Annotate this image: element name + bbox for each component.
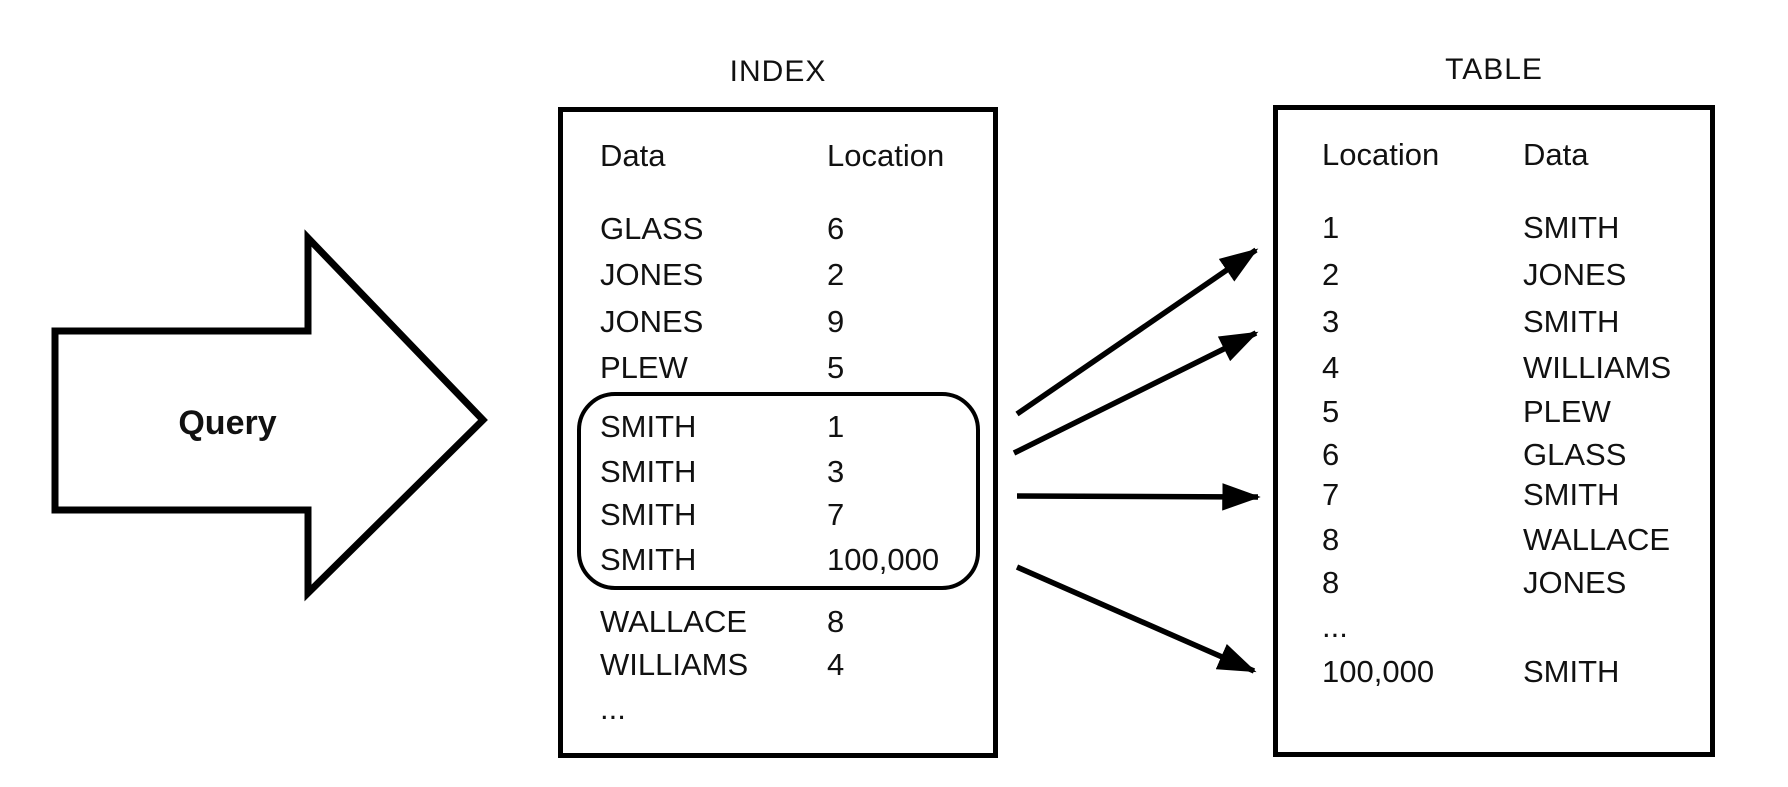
index-cell-location: 7 xyxy=(827,497,845,532)
table-cell-location: 2 xyxy=(1322,257,1340,292)
index-col-data-header: Data xyxy=(600,138,666,173)
table-cell-location: 3 xyxy=(1322,304,1340,339)
index-cell-location: 4 xyxy=(827,647,845,682)
index-cell-location: 6 xyxy=(827,211,845,246)
index-row: WILLIAMS 4 xyxy=(600,643,990,687)
index-header-row: Data Location xyxy=(600,134,990,178)
table-cell-location: 5 xyxy=(1322,394,1340,429)
table-row: 2 JONES xyxy=(1322,253,1707,297)
index-cell-data: ... xyxy=(600,691,626,726)
table-cell-location: 8 xyxy=(1322,522,1340,557)
index-to-table-arrow-2 xyxy=(1012,330,1259,456)
table-cell-data: JONES xyxy=(1523,257,1627,292)
index-cell-data: WALLACE xyxy=(600,604,748,639)
table-cell-location: 8 xyxy=(1322,565,1340,600)
index-box xyxy=(558,107,998,758)
index-row: GLASS 6 xyxy=(600,207,990,251)
index-cell-data: SMITH xyxy=(600,497,697,532)
table-row-ellipsis: ... xyxy=(1322,605,1707,649)
table-cell-location: ... xyxy=(1322,609,1348,644)
index-cell-data: PLEW xyxy=(600,350,688,385)
index-row-highlighted: SMITH 7 xyxy=(600,493,990,537)
index-cell-location: 8 xyxy=(827,604,845,639)
index-cell-data: WILLIAMS xyxy=(600,647,749,682)
index-row: JONES 2 xyxy=(600,253,990,297)
index-cell-location: 2 xyxy=(827,257,845,292)
index-row: JONES 9 xyxy=(600,300,990,344)
index-to-table-arrow-3 xyxy=(1016,483,1261,511)
index-row-highlighted: SMITH 1 xyxy=(600,405,990,449)
table-cell-data: SMITH xyxy=(1523,654,1620,689)
table-cell-data: PLEW xyxy=(1523,394,1611,429)
index-row-ellipsis: ... xyxy=(600,687,990,731)
index-cell-location: 1 xyxy=(827,409,845,444)
table-box xyxy=(1273,105,1715,757)
table-row: 8 JONES xyxy=(1322,561,1707,605)
index-cell-location: 3 xyxy=(827,454,845,489)
index-row: PLEW 5 xyxy=(600,346,990,390)
index-row-highlighted: SMITH 100,000 xyxy=(600,538,990,582)
table-cell-data: WILLIAMS xyxy=(1523,350,1672,385)
table-cell-data: GLASS xyxy=(1523,437,1627,472)
table-cell-data: SMITH xyxy=(1523,477,1620,512)
table-row: 3 SMITH xyxy=(1322,300,1707,344)
table-col-location-header: Location xyxy=(1322,137,1440,172)
table-cell-location: 7 xyxy=(1322,477,1340,512)
query-block-arrow xyxy=(51,229,488,602)
index-to-table-arrow-1 xyxy=(1015,247,1259,417)
table-cell-location: 1 xyxy=(1322,210,1340,245)
index-cell-data: GLASS xyxy=(600,211,704,246)
index-cell-data: JONES xyxy=(600,304,704,339)
table-cell-data: WALLACE xyxy=(1523,522,1671,557)
table-cell-data: SMITH xyxy=(1523,210,1620,245)
query-label: Query xyxy=(178,404,277,442)
index-panel-title: INDEX xyxy=(729,55,827,88)
table-cell-location: 4 xyxy=(1322,350,1340,385)
index-cell-location: 5 xyxy=(827,350,845,385)
table-row: 1 SMITH xyxy=(1322,206,1707,250)
table-row: 4 WILLIAMS xyxy=(1322,346,1707,390)
table-cell-location: 6 xyxy=(1322,437,1340,472)
table-row: 7 SMITH xyxy=(1322,473,1707,517)
index-cell-data: SMITH xyxy=(600,454,697,489)
index-col-location-header: Location xyxy=(827,138,945,173)
table-panel-title: TABLE xyxy=(1445,53,1543,86)
table-cell-location: 100,000 xyxy=(1322,654,1435,689)
index-cell-data: SMITH xyxy=(600,409,697,444)
index-row-highlighted: SMITH 3 xyxy=(600,450,990,494)
table-row: 8 WALLACE xyxy=(1322,518,1707,562)
index-to-table-arrow-4 xyxy=(1015,564,1257,674)
table-header-row: Location Data xyxy=(1322,133,1707,177)
table-col-data-header: Data xyxy=(1523,137,1589,172)
table-cell-data: SMITH xyxy=(1523,304,1620,339)
table-row: 5 PLEW xyxy=(1322,390,1707,434)
index-cell-data: JONES xyxy=(600,257,704,292)
index-cell-location: 100,000 xyxy=(827,542,940,577)
table-cell-data: JONES xyxy=(1523,565,1627,600)
index-cell-data: SMITH xyxy=(600,542,697,577)
table-row: 6 GLASS xyxy=(1322,433,1707,477)
index-cell-location: 9 xyxy=(827,304,845,339)
table-row: 100,000 SMITH xyxy=(1322,650,1707,694)
index-row: WALLACE 8 xyxy=(600,600,990,644)
smith-group-outline xyxy=(577,392,980,590)
